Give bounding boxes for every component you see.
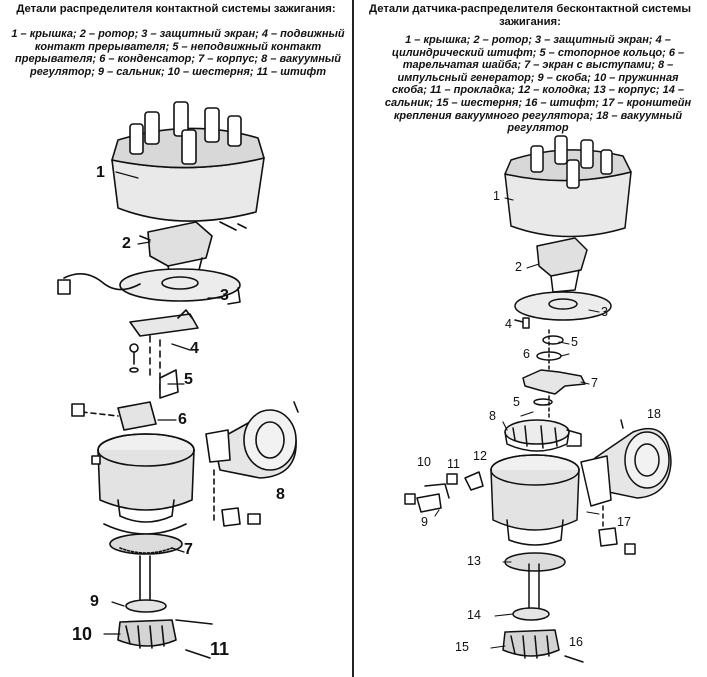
left-shaft xyxy=(117,555,213,659)
right-callout-3: 3 xyxy=(601,305,608,319)
right-cap xyxy=(504,135,632,238)
right-callout-17: 17 xyxy=(617,515,631,529)
right-exploded-view xyxy=(404,135,672,663)
right-callout-18: 18 xyxy=(647,407,661,421)
right-rotor xyxy=(536,237,588,293)
left-callout-10: 10 xyxy=(72,624,93,644)
right-generator xyxy=(504,419,582,452)
left-callout-7: 7 xyxy=(184,541,193,558)
left-callout-3: 3 xyxy=(220,287,229,304)
left-callout-4: 4 xyxy=(190,340,199,357)
right-callout-16: 16 xyxy=(569,635,583,649)
left-panel: Детали распределителя контактной системы… xyxy=(0,0,352,677)
right-legend: 1 – крышка; 2 – ротор; 3 – защитный экра… xyxy=(384,34,692,135)
left-callout-1: 1 xyxy=(96,164,105,181)
left-callout-6: 6 xyxy=(178,411,187,428)
right-callout-12: 12 xyxy=(473,449,487,463)
left-exploded-view xyxy=(57,101,299,659)
right-callout-10: 10 xyxy=(417,455,431,469)
left-vacuum xyxy=(205,401,299,527)
left-housing xyxy=(91,433,195,555)
right-shield xyxy=(514,291,612,321)
left-title: Детали распределителя контактной системы… xyxy=(16,3,336,15)
right-vacuum xyxy=(580,419,672,555)
right-callout-2: 2 xyxy=(515,260,522,274)
right-callout-11: 11 xyxy=(447,457,460,471)
right-callout-4: 4 xyxy=(505,317,512,331)
panel-divider xyxy=(352,0,354,677)
left-callout-8: 8 xyxy=(276,486,285,503)
left-callout-9: 9 xyxy=(90,593,99,610)
right-callout-14: 14 xyxy=(467,608,481,622)
left-callout-5: 5 xyxy=(184,371,193,388)
right-housing xyxy=(490,454,580,611)
right-callout-1: 1 xyxy=(493,189,500,203)
left-breaker xyxy=(129,309,199,391)
left-capacitor xyxy=(71,401,157,431)
right-callout-15: 15 xyxy=(455,640,469,654)
right-callout-7: 7 xyxy=(591,376,598,390)
right-callout-6: 6 xyxy=(523,347,530,361)
right-callout-13: 13 xyxy=(467,554,481,568)
right-callout-8: 8 xyxy=(489,409,496,423)
left-shield xyxy=(119,268,241,305)
right-callout-5b: 5 xyxy=(513,395,520,409)
left-callout-2: 2 xyxy=(122,235,131,252)
left-callout-11: 11 xyxy=(210,639,230,659)
right-callout-5a: 5 xyxy=(571,335,578,349)
right-callout-9: 9 xyxy=(421,515,428,529)
right-panel: Детали датчика-распределителя бесконтакт… xyxy=(355,0,707,677)
left-legend: 1 – крышка; 2 – ротор; 3 – защитный экра… xyxy=(11,28,345,78)
left-cap xyxy=(111,101,265,231)
right-title: Детали датчика-распределителя бесконтакт… xyxy=(369,3,691,28)
